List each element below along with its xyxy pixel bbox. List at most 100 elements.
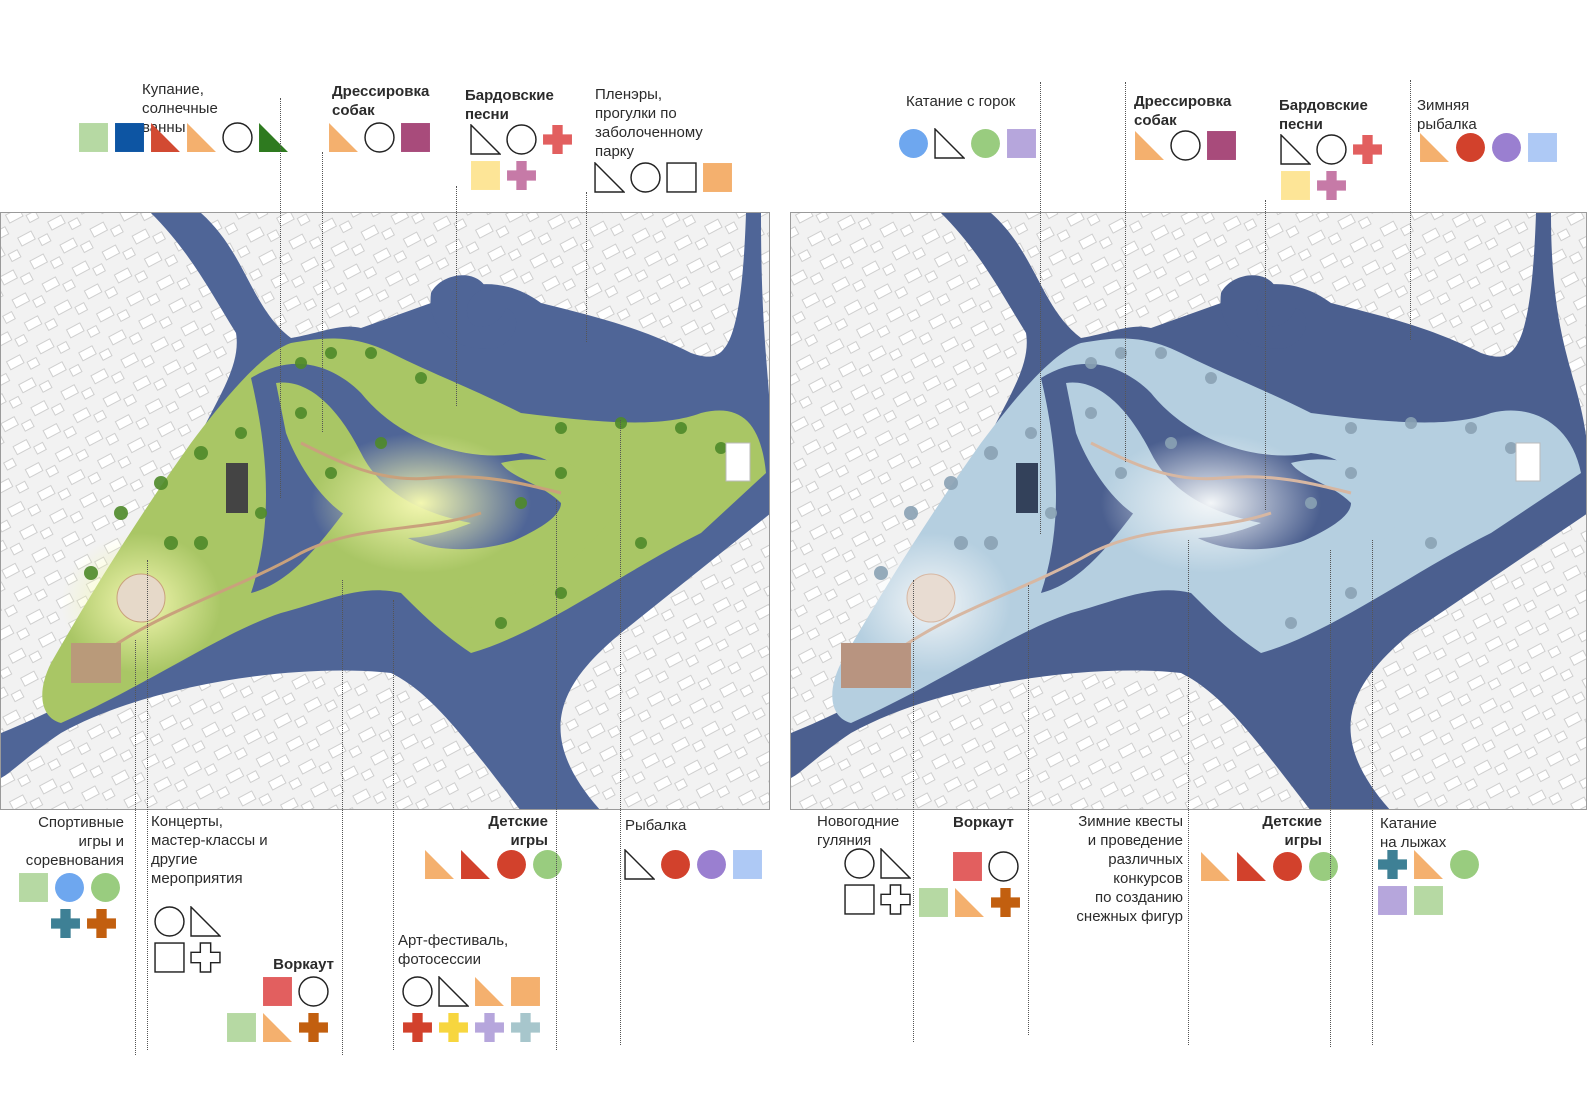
square-icon xyxy=(227,1013,256,1042)
square-icon xyxy=(1281,171,1310,200)
summer-bottom-icons-2 xyxy=(154,906,226,978)
summer-bottom-icons-1 xyxy=(18,872,122,944)
square-icon xyxy=(919,888,948,917)
summer-bottom-label-4: Детские игры xyxy=(488,813,548,849)
summer-bottom-icons-5 xyxy=(402,976,546,1048)
leader-line xyxy=(135,640,136,1055)
cross-icon xyxy=(299,1013,328,1042)
summer-top-label-4: Пленэры, прогулки по заболоченному парку xyxy=(595,86,703,160)
summer-top-label-3: Бардовские песни xyxy=(465,87,554,123)
winter-top-icons-4 xyxy=(1419,132,1563,168)
circle-icon xyxy=(533,850,562,879)
leader-line xyxy=(1410,80,1411,340)
triangle-icon xyxy=(263,1013,292,1042)
summer-top-label-2: Дрессировка собак xyxy=(332,83,430,119)
triangle-icon xyxy=(934,128,965,159)
square-icon xyxy=(19,873,48,902)
island-east xyxy=(457,459,621,608)
leader-line xyxy=(1188,540,1189,1045)
winter-bottom-icons-2 xyxy=(918,851,1024,923)
cross-icon xyxy=(190,942,221,973)
winter-top-icons-1 xyxy=(898,128,1042,164)
winter-top-label-4: Зимняя рыбалка xyxy=(1417,97,1477,133)
triangle-icon xyxy=(594,162,625,193)
island xyxy=(1066,382,1261,538)
circle-icon xyxy=(222,122,253,153)
triangle-icon xyxy=(475,977,504,1006)
summer-bottom-icons-3 xyxy=(226,976,334,1048)
cross-icon xyxy=(880,884,911,915)
summer-bottom-label-3: Воркаут xyxy=(273,956,334,973)
winter-bottom-label-4: Детские игры xyxy=(1262,813,1322,849)
summer-map xyxy=(0,212,770,810)
square-icon xyxy=(703,163,732,192)
triangle-icon xyxy=(329,123,358,152)
cross-icon xyxy=(543,125,572,154)
circle-icon xyxy=(1316,134,1347,165)
circle-icon xyxy=(971,129,1000,158)
square-icon xyxy=(154,942,185,973)
leader-line xyxy=(586,192,587,342)
cross-icon xyxy=(51,909,80,938)
circle-icon xyxy=(661,850,690,879)
square-icon xyxy=(115,123,144,152)
square-icon xyxy=(1207,131,1236,160)
circle-icon xyxy=(1456,133,1485,162)
summer-top-icons-4 xyxy=(594,162,738,198)
triangle-icon xyxy=(880,848,911,879)
leader-line xyxy=(1040,82,1041,534)
leader-line xyxy=(1372,540,1373,1045)
triangle-icon xyxy=(190,906,221,937)
square-icon xyxy=(401,123,430,152)
circle-icon xyxy=(697,850,726,879)
triangle-icon xyxy=(438,976,469,1007)
winter-bottom-label-2: Воркаут xyxy=(953,814,1014,831)
triangle-icon xyxy=(470,124,501,155)
leader-line xyxy=(1028,585,1029,1035)
leader-line xyxy=(322,152,323,432)
square-icon xyxy=(511,977,540,1006)
triangle-icon xyxy=(425,850,454,879)
cross-icon xyxy=(403,1013,432,1042)
winter-bottom-icons-5 xyxy=(1377,849,1485,921)
triangle-icon xyxy=(1135,131,1164,160)
triangle-icon xyxy=(1420,133,1449,162)
circle-icon xyxy=(1450,850,1479,879)
circle-icon xyxy=(402,976,433,1007)
square-icon xyxy=(1378,886,1407,915)
winter-bottom-label-3: Зимние квесты и проведение различных кон… xyxy=(1076,813,1183,925)
triangle-icon xyxy=(624,849,655,880)
circle-icon xyxy=(1309,852,1338,881)
summer-bottom-icons-6 xyxy=(624,849,768,885)
circle-icon xyxy=(364,122,395,153)
triangle-icon xyxy=(461,850,490,879)
circle-icon xyxy=(988,851,1019,882)
cross-icon xyxy=(439,1013,468,1042)
circle-icon xyxy=(630,162,661,193)
summer-top-icons-3 xyxy=(470,124,578,196)
circle-icon xyxy=(844,848,875,879)
cross-icon xyxy=(507,161,536,190)
cross-icon xyxy=(1378,850,1407,879)
leader-line xyxy=(556,500,557,1050)
leader-line xyxy=(280,98,281,498)
circle-icon xyxy=(497,850,526,879)
triangle-icon xyxy=(259,123,288,152)
square-icon xyxy=(263,977,292,1006)
cross-icon xyxy=(475,1013,504,1042)
cross-icon xyxy=(511,1013,540,1042)
winter-bottom-label-5: Катание на лыжах xyxy=(1380,815,1447,851)
square-icon xyxy=(1414,886,1443,915)
cross-icon xyxy=(991,888,1020,917)
triangle-icon xyxy=(187,123,216,152)
island-east xyxy=(1247,459,1411,608)
winter-top-icons-3 xyxy=(1280,134,1388,206)
winter-map-drawing xyxy=(791,213,1586,809)
summer-bottom-icons-4 xyxy=(424,849,568,885)
cross-icon xyxy=(87,909,116,938)
square-icon xyxy=(666,162,697,193)
leader-line xyxy=(393,600,394,1050)
winter-top-label-2: Дрессировка собак xyxy=(1134,93,1232,129)
summer-bottom-label-1: Спортивные игры и соревнования xyxy=(25,814,124,869)
triangle-icon xyxy=(1237,852,1266,881)
